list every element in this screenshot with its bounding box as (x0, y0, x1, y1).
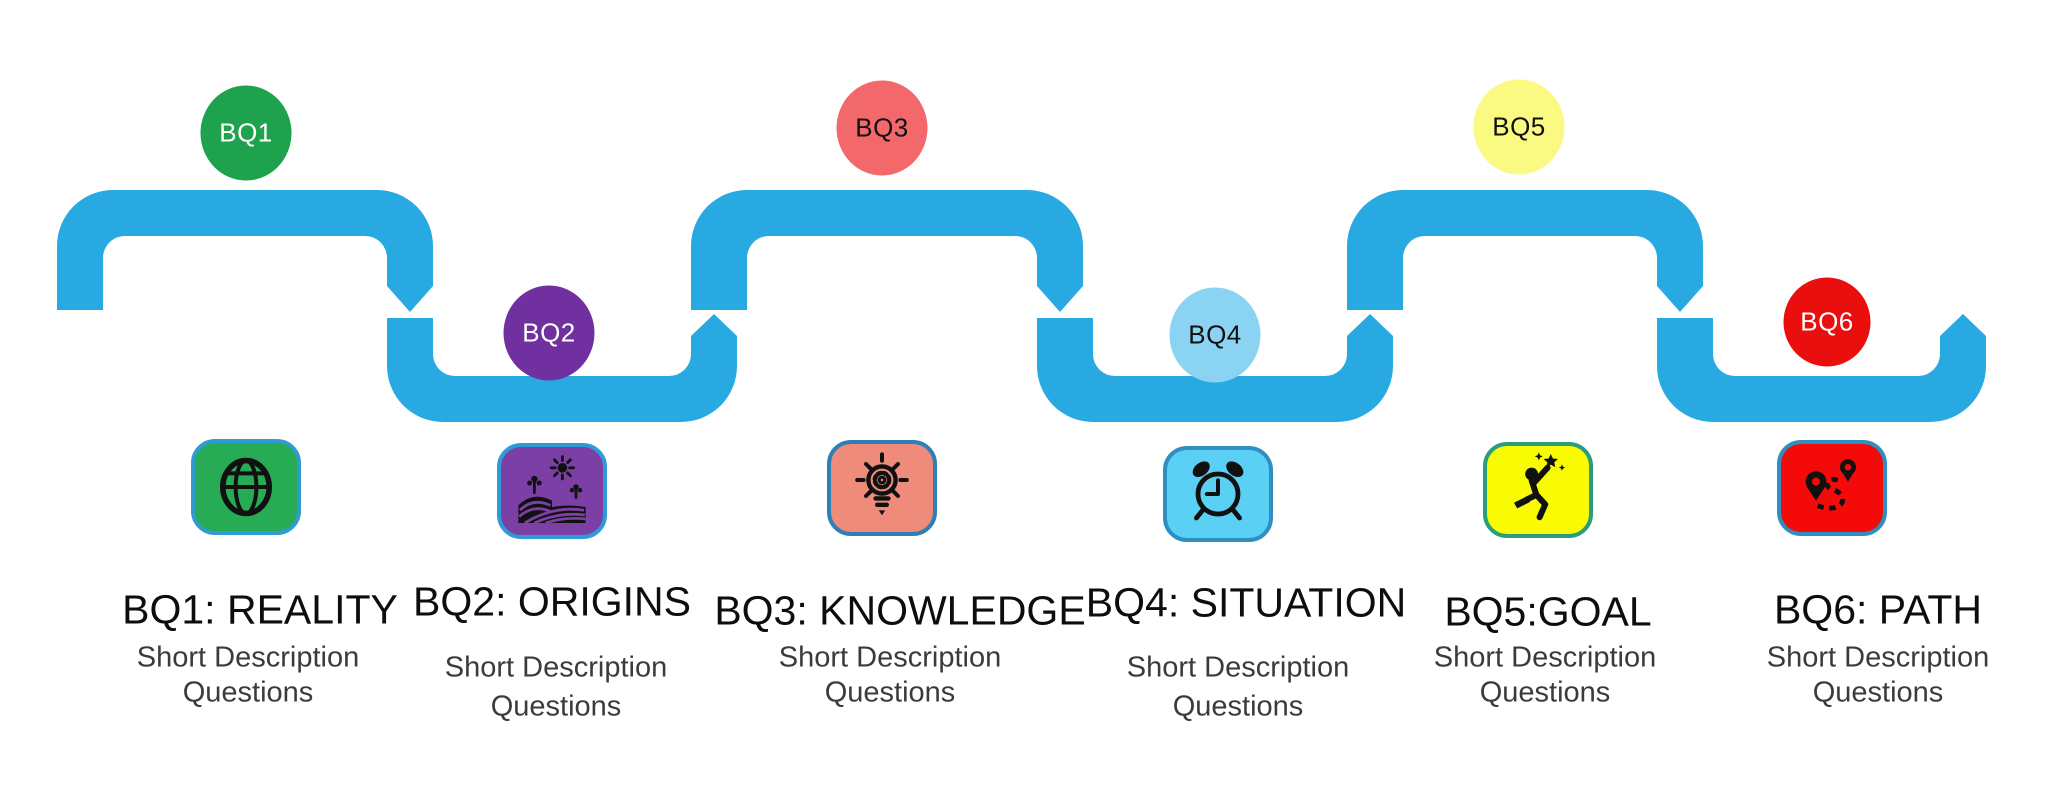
station-title: BQ2: ORIGINS (413, 578, 691, 625)
path-segment-valley-3 (1657, 314, 1986, 422)
station-description-line1: Short Description (778, 641, 1002, 674)
stage-marker-label: BQ6 (1800, 306, 1854, 337)
path-segment-arch-1 (57, 190, 433, 312)
stage-marker-bq1: BQ1 (200, 85, 292, 181)
station-description-line1: Short Description (444, 651, 668, 684)
station-description-line1: Short Description (1766, 641, 1990, 674)
station-title: BQ4: SITUATION (1085, 579, 1407, 626)
path-segment-arch-2 (691, 190, 1083, 312)
path-segment-arch-3 (1347, 190, 1703, 312)
path-segment-valley-2 (1037, 314, 1393, 422)
station-description-line2: Questions (490, 690, 622, 723)
station-description-line2: Questions (182, 676, 314, 709)
station-description-line1: Short Description (1433, 641, 1657, 674)
station-description-line2: Questions (1479, 676, 1611, 709)
path-segment-valley-1 (387, 314, 737, 422)
stage-marker-label: BQ4 (1188, 319, 1242, 350)
stage-marker-bq2: BQ2 (503, 285, 595, 381)
station-description-line1: Short Description (1126, 651, 1350, 684)
lightbulb-gear-icon (827, 440, 937, 536)
globe-icon (191, 439, 301, 535)
station-description-line2: Questions (1172, 690, 1304, 723)
station-title: BQ3: KNOWLEDGE (714, 587, 1086, 634)
stage-marker-bq4: BQ4 (1169, 287, 1261, 383)
station-description-line2: Questions (1812, 676, 1944, 709)
stage-marker-label: BQ1 (219, 117, 273, 148)
route-map-icon (1777, 440, 1887, 536)
stage-marker-bq5: BQ5 (1473, 79, 1565, 175)
station-description-line1: Short Description (136, 641, 360, 674)
stage-marker-bq3: BQ3 (836, 80, 928, 176)
farm-field-icon (497, 443, 607, 539)
stage-marker-label: BQ2 (522, 317, 576, 348)
stage-marker-label: BQ5 (1492, 111, 1546, 142)
station-description-line2: Questions (824, 676, 956, 709)
alarm-clock-icon (1163, 446, 1273, 542)
reaching-star-icon (1483, 442, 1593, 538)
station-title: BQ6: PATH (1773, 586, 1983, 633)
station-title: BQ5:GOAL (1444, 588, 1652, 635)
stage-marker-bq6: BQ6 (1783, 277, 1871, 367)
station-title: BQ1: REALITY (122, 586, 398, 633)
stage-marker-label: BQ3 (855, 112, 909, 143)
